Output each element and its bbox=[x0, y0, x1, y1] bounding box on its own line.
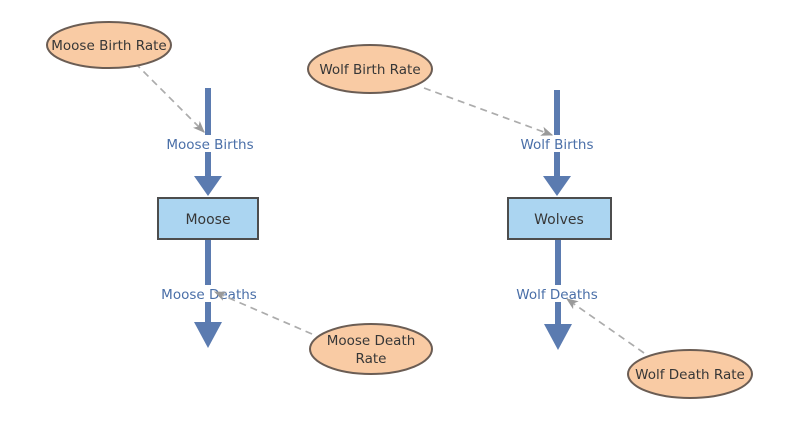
stock-moose[interactable]: Moose bbox=[157, 197, 259, 240]
svg-text:Moose Births: Moose Births bbox=[166, 137, 253, 153]
flow-label-moose-births[interactable]: Moose Births bbox=[162, 135, 258, 153]
svg-text:Wolf Births: Wolf Births bbox=[520, 137, 593, 153]
svg-text:Moose Birth Rate: Moose Birth Rate bbox=[51, 38, 166, 54]
flow-wolf-births[interactable] bbox=[543, 90, 571, 196]
svg-text:Moose: Moose bbox=[185, 212, 230, 228]
svg-text:Wolf Birth Rate: Wolf Birth Rate bbox=[319, 62, 420, 78]
flow-label-moose-deaths[interactable]: Moose Deaths bbox=[160, 285, 258, 303]
flow-moose-births[interactable] bbox=[194, 88, 222, 196]
svg-text:Wolf Deaths: Wolf Deaths bbox=[516, 287, 597, 303]
svg-text:Rate: Rate bbox=[356, 351, 387, 367]
flow-label-wolf-births[interactable]: Wolf Births bbox=[515, 135, 599, 153]
flow-label-wolf-deaths[interactable]: Wolf Deaths bbox=[513, 285, 601, 303]
variable-moose-birth-rate[interactable]: Moose Birth Rate bbox=[46, 21, 172, 69]
svg-text:Moose Death: Moose Death bbox=[327, 333, 416, 349]
variable-moose-death-rate[interactable]: Moose Death Rate bbox=[309, 323, 433, 375]
connector-moose-birth-rate-to-moose-births[interactable] bbox=[134, 62, 205, 133]
variable-wolf-birth-rate[interactable]: Wolf Birth Rate bbox=[307, 44, 433, 94]
connector-wolf-death-rate-to-wolf-deaths[interactable] bbox=[566, 298, 645, 354]
stock-wolves[interactable]: Wolves bbox=[507, 197, 612, 240]
svg-text:Wolves: Wolves bbox=[534, 212, 584, 228]
variable-wolf-death-rate[interactable]: Wolf Death Rate bbox=[627, 349, 753, 399]
svg-text:Wolf Death Rate: Wolf Death Rate bbox=[635, 367, 745, 383]
connector-moose-death-rate-to-moose-deaths[interactable] bbox=[213, 291, 313, 335]
flow-moose-deaths[interactable] bbox=[194, 239, 222, 348]
flow-wolf-deaths[interactable] bbox=[544, 238, 572, 350]
svg-text:Moose Deaths: Moose Deaths bbox=[161, 287, 257, 303]
connector-wolf-birth-rate-to-wolf-births[interactable] bbox=[423, 87, 554, 136]
